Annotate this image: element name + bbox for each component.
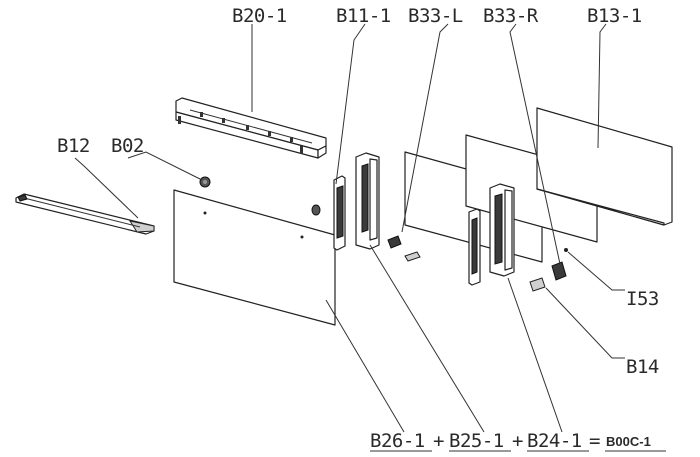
label-b11-1: B11-1 (336, 5, 391, 27)
label-b02: B02 (111, 135, 144, 157)
hinge-b33-r (529, 261, 567, 292)
front-glass-panel (173, 189, 336, 326)
handle-bar-b12 (15, 193, 155, 235)
label-b33-r: B33-R (483, 5, 539, 27)
knob-b02 (199, 176, 211, 188)
formula-plus-1: + (433, 430, 444, 452)
assembly-formula: B26-1 + B25-1 + B24-1 = B00C-1 (370, 430, 666, 452)
formula-plus-2: + (512, 430, 523, 452)
formula-result: B00C-1 (606, 434, 651, 449)
formula-b25-1: B25-1 (449, 430, 504, 452)
hinge-b33-l (387, 235, 421, 262)
formula-b24-1: B24-1 (527, 430, 582, 452)
label-b13-1: B13-1 (587, 5, 642, 27)
label-b12: B12 (57, 135, 90, 157)
leader-lines (74, 23, 625, 433)
label-b33-l: B33-L (408, 5, 463, 27)
side-bracket-b11-1 (311, 152, 380, 251)
rear-side-brackets (468, 183, 515, 286)
formula-b26-1: B26-1 (370, 430, 425, 452)
formula-equals: = (589, 430, 600, 452)
top-trim-b20-1 (175, 97, 327, 159)
label-b20-1: B20-1 (232, 5, 287, 27)
label-i53: I53 (626, 288, 659, 310)
back-plate-b13-1 (536, 107, 673, 226)
label-b14: B14 (626, 356, 659, 378)
screw-i53 (564, 248, 568, 252)
